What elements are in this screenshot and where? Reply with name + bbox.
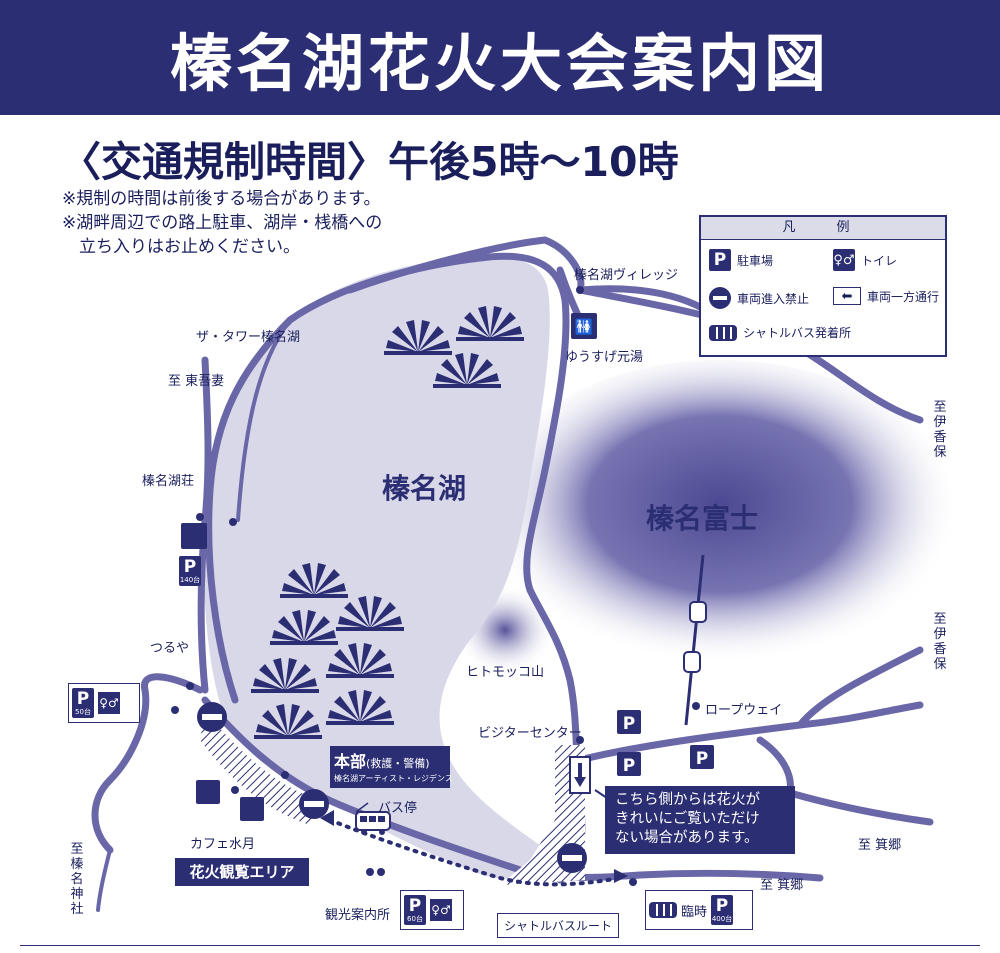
note-line: ※規制の時間は前後する場合があります。 bbox=[62, 189, 381, 209]
note-line: ※湖畔周辺での路上駐車、湖岸・桟橋への bbox=[62, 213, 383, 233]
one-way-icon: ⬅ bbox=[833, 287, 861, 305]
to-haruna-shrine-label: 至榛名神社 bbox=[70, 842, 84, 917]
hq-name: 本部 bbox=[334, 752, 367, 771]
legend-parking: P 駐車場 bbox=[709, 249, 773, 271]
road-lakeshore bbox=[205, 252, 586, 884]
legend-title: 凡 例 bbox=[701, 217, 945, 240]
notice-box: こちら側からは花火が きれいにご覧いただけ ない場合があります。 bbox=[605, 786, 795, 854]
to-agatsuma-label: 至 東吾妻 bbox=[168, 374, 225, 389]
toilet-icon: ♀♂ bbox=[833, 249, 855, 271]
legend-one-way-label: 車両一方通行 bbox=[867, 289, 940, 304]
bus-stop-icon bbox=[355, 811, 391, 835]
shuttle-route bbox=[328, 818, 622, 887]
bottom-rule bbox=[20, 945, 980, 946]
legend-toilet-label: トイレ bbox=[861, 253, 898, 268]
road-minowa bbox=[776, 786, 934, 826]
to-ikaho-2-label: 至伊香保 bbox=[933, 612, 947, 672]
cafe-label: カフェ水月 bbox=[190, 837, 256, 852]
ropeway-label: ロープウェイ bbox=[705, 703, 783, 718]
to-ikaho-1-label: 至伊香保 bbox=[933, 400, 947, 460]
shuttle-arrow-right bbox=[614, 869, 628, 883]
bus-stop-label: バス停 bbox=[378, 801, 418, 816]
ropeway-line bbox=[684, 554, 705, 726]
road-east-2 bbox=[796, 646, 924, 729]
viewing-area-hatch bbox=[200, 712, 320, 825]
hitomokko-label: ヒトモッコ山 bbox=[466, 665, 545, 680]
shuttle-route-label: シャトルバスルート bbox=[497, 913, 620, 938]
legend-toilet: ♀♂ トイレ bbox=[833, 249, 897, 271]
yusuge-label: ゆうすげ元湯 bbox=[565, 350, 644, 365]
svg-text:P: P bbox=[623, 756, 635, 776]
svg-text:P: P bbox=[696, 749, 708, 769]
shuttle-arrow-left bbox=[320, 810, 334, 826]
parking-signs bbox=[617, 710, 714, 776]
notice-line: こちら側からは花火が bbox=[615, 792, 760, 808]
one-way-sign bbox=[569, 756, 591, 794]
road-west bbox=[91, 673, 204, 854]
hq-sub: 榛名湖アーティスト・レジデンス bbox=[334, 774, 453, 783]
notice-line: ない場合があります。 bbox=[615, 830, 759, 846]
road-tower bbox=[236, 318, 292, 522]
legend-no-entry-label: 車両進入禁止 bbox=[737, 291, 810, 306]
headquarters-box: 本部(救護・警備) 榛名湖アーティスト・レジデンス bbox=[330, 746, 453, 788]
no-entry-icon bbox=[709, 287, 731, 309]
road-agatsuma bbox=[197, 356, 212, 694]
toilet-icon: ♀♂ bbox=[430, 899, 452, 921]
notes: ※規制の時間は前後する場合があります。 ※湖畔周辺での路上駐車、湖岸・桟橋への … bbox=[62, 187, 382, 259]
title-banner: 榛名湖花火大会案内図 bbox=[0, 0, 1000, 115]
to-minowa-1-label: 至 箕郷 bbox=[858, 838, 902, 853]
no-entry-signs bbox=[197, 702, 587, 873]
regulation-time: 〈交通規制時間〉午後5時〜10時 bbox=[60, 138, 679, 186]
tower-label: ザ・タワー榛名湖 bbox=[196, 330, 301, 345]
village-label: 榛名湖ヴィレッジ bbox=[574, 268, 679, 283]
svg-text:P: P bbox=[623, 714, 635, 734]
legend-one-way: ⬅ 車両一方通行 bbox=[833, 287, 939, 305]
toilet-icon: ♀♂ bbox=[98, 692, 120, 714]
legend-shuttle-label: シャトルバス発着所 bbox=[743, 326, 852, 340]
tourist-info-label: 観光案内所 bbox=[325, 908, 391, 923]
road-haruna-shrine bbox=[96, 848, 112, 912]
hq-paren: (救護・警備) bbox=[366, 757, 430, 770]
legend-parking-label: 駐車場 bbox=[737, 253, 774, 268]
road-north bbox=[346, 236, 724, 324]
svg-text:🚻: 🚻 bbox=[575, 318, 594, 336]
ropeway-cars bbox=[683, 601, 707, 673]
legend-no-entry: 車両進入禁止 bbox=[709, 287, 809, 309]
fireworks bbox=[251, 306, 524, 739]
note-line: 立ち入りはお止めください。 bbox=[62, 237, 300, 257]
page-title: 榛名湖花火大会案内図 bbox=[169, 26, 830, 100]
visitor-center-label: ビジターセンター bbox=[478, 726, 582, 741]
viewing-area-label: 花火観覧エリア bbox=[175, 858, 309, 886]
harunakoso-label: 榛名湖荘 bbox=[142, 474, 195, 489]
road-east-1 bbox=[576, 701, 924, 764]
hq-title: 本部(救護・警備) bbox=[334, 748, 446, 772]
to-minowa-2-label: 至 箕郷 bbox=[760, 878, 804, 893]
temporary-label: 臨時 bbox=[681, 904, 708, 920]
legend-shuttle: シャトルバス発着所 bbox=[709, 324, 851, 341]
bus-icon bbox=[709, 324, 737, 341]
notice-line: きれいにご覧いただけ bbox=[615, 811, 760, 827]
bus-icon bbox=[649, 902, 677, 918]
tsuruya-label: つるや bbox=[150, 641, 190, 656]
location-dots bbox=[171, 286, 700, 886]
lake-label: 榛名湖 bbox=[382, 472, 467, 505]
parking-icon: P bbox=[709, 249, 731, 271]
legend: 凡 例 P 駐車場 ♀♂ トイレ 車両進入禁止 ⬅ 車両一方通行 シャトルバス発… bbox=[699, 215, 947, 357]
mountain-shading bbox=[480, 360, 960, 680]
mountain-label: 榛名富士 bbox=[646, 502, 759, 535]
